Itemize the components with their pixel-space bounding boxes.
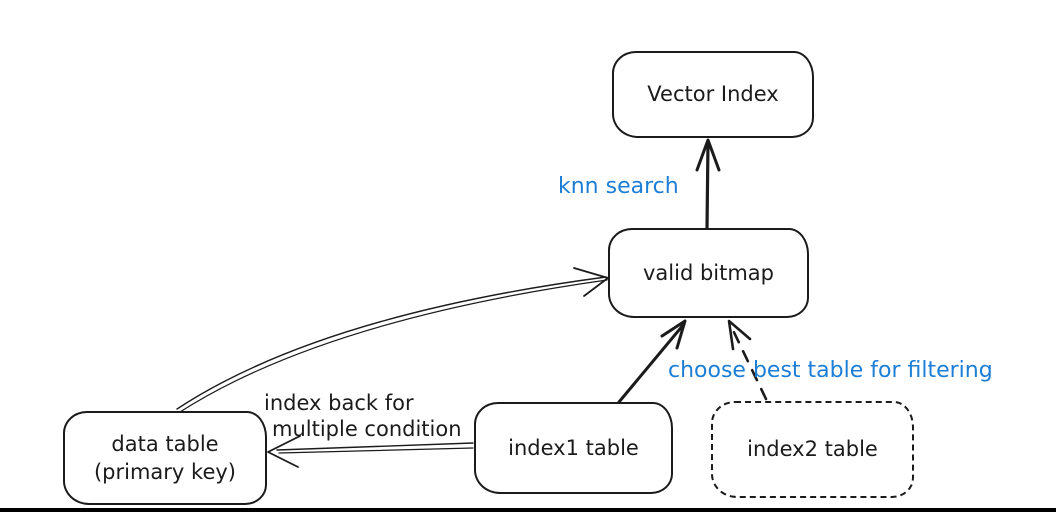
edge-label-knn-search: knn search [558, 174, 679, 199]
node-vector-index: Vector Index [612, 51, 814, 138]
arrow-index1-table-to-data-table [267, 435, 474, 468]
node-valid-bitmap-label: valid bitmap [642, 260, 775, 285]
node-valid-bitmap: valid bitmap [608, 228, 809, 318]
node-index2-table-label: index2 table [747, 437, 878, 462]
arrow-valid-bitmap-to-vector-index [695, 138, 721, 231]
node-vector-index-label: Vector Index [647, 82, 779, 107]
node-index1-table-label: index1 table [508, 435, 639, 460]
node-data-table: data table (primary key) [63, 411, 267, 505]
edge-label-choose-best-table: choose best table for filtering [668, 358, 993, 383]
arrow-index2-table-to-valid-bitmap [727, 319, 768, 401]
node-data-table-label-line1: data table [111, 431, 219, 456]
node-index2-table: index2 table [711, 401, 914, 498]
node-data-table-label-line2: (primary key) [93, 460, 236, 484]
node-index1-table: index1 table [474, 402, 673, 494]
arrow-index1-table-to-valid-bitmap [617, 319, 687, 404]
bottom-rule [0, 508, 1056, 512]
edge-label-index-back-line1: index back for [264, 391, 414, 415]
edge-label-index-back: index back for multiple condition [264, 390, 494, 443]
edge-label-index-back-line2: multiple condition [272, 417, 462, 442]
